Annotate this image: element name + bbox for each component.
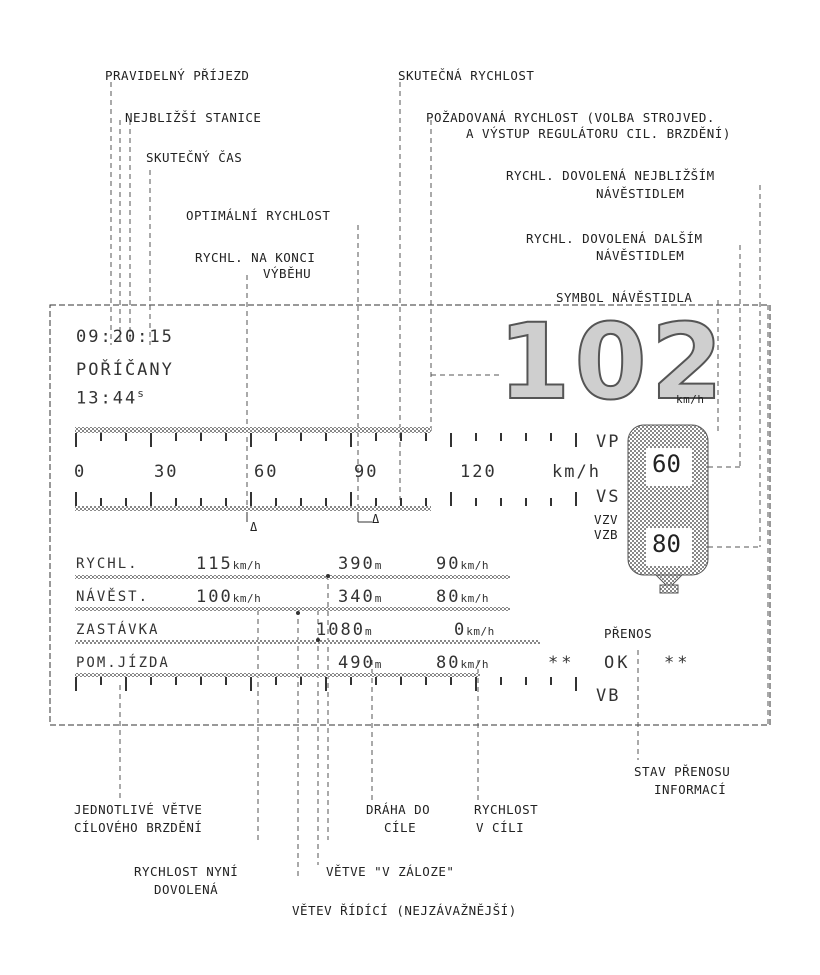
row-pomjizda-target: 80km/h — [436, 653, 489, 673]
marker-optimal: Δ — [372, 512, 380, 526]
row-zastavka-target: 0km/h — [454, 620, 495, 640]
signal-near-speed: 60 — [652, 450, 681, 478]
callout-lines-bottom — [119, 575, 639, 880]
prenos-stars-left: ** — [548, 653, 575, 673]
label-nejblizsi-stanice: NEJBLIŽŠÍ STANICE — [125, 110, 262, 125]
row-rychl-target: 90km/h — [436, 554, 489, 574]
label-rychlost-v-cili-1: RYCHLOST — [474, 802, 539, 817]
scale-tick-90: 90 — [354, 462, 379, 482]
row1-bar — [75, 575, 510, 579]
row-navest-target: 80km/h — [436, 587, 489, 607]
row-rychl-speed: 115km/h — [196, 554, 262, 574]
prenos-stars-right: ** — [664, 653, 691, 673]
row-zastavka-dist: 1080m — [316, 620, 373, 640]
label-draha-do-cile-2: CÍLE — [384, 820, 417, 835]
display-frame — [49, 304, 771, 726]
label-pozadovana-2: A VÝSTUP REGULÁTORU CIL. BRZDĚNÍ) — [466, 126, 731, 141]
scale-bottom-ticks — [75, 492, 577, 506]
label-pozadovana-1: POŽADOVANÁ RYCHLOST (VOLBA STROJVED. — [426, 110, 715, 125]
scale-unit: km/h — [552, 462, 601, 482]
scale-tick-30: 30 — [154, 462, 179, 482]
label-stav-prenosu-1: STAV PŘENOSU — [634, 764, 731, 779]
label-skutecna-rychlost: SKUTEČNÁ RYCHLOST — [398, 68, 535, 83]
display-time: 09:20:15 — [76, 327, 174, 347]
row4-bar — [75, 673, 480, 677]
row-zastavka-name: ZASTÁVKA — [76, 622, 160, 638]
label-prenos: PŘENOS — [604, 626, 653, 641]
callout-lines-top — [110, 82, 769, 725]
signal-next-speed: 80 — [652, 530, 681, 558]
label-rychlost-nyni-2: DOVOLENÁ — [154, 882, 219, 897]
marker-end-coast: Δ — [250, 520, 258, 534]
label-skutecny-cas: SKUTEČNÝ ČAS — [146, 150, 243, 165]
scale-vb-ticks — [75, 677, 577, 691]
row-rychl-dist: 390m — [338, 554, 382, 574]
label-vetev-ridici: VĚTEV ŘÍDÍCÍ (NEJZÁVAŽNĚJŠÍ) — [292, 903, 517, 918]
label-optimalni-rychlost: OPTIMÁLNÍ RYCHLOST — [186, 208, 331, 223]
display-arrival: 13:44s — [76, 387, 145, 409]
label-dovolena-dalsim-2: NÁVĚSTIDLEM — [596, 248, 685, 263]
allowed-speed-bar — [75, 506, 431, 511]
label-rychlost-v-cili-2: V CÍLI — [476, 820, 525, 835]
label-dovolena-nejblizsim-1: RYCHL. DOVOLENÁ NEJBLIŽŠÍM — [506, 168, 715, 183]
row-pomjizda-name: POM.JÍZDA — [76, 655, 170, 671]
scale-top-ticks — [75, 433, 577, 447]
label-vb: VB — [596, 686, 621, 706]
scale-tick-60: 60 — [254, 462, 279, 482]
label-symbol-navestidla: SYMBOL NÁVĚSTIDLA — [556, 290, 693, 305]
label-jednotlive-vetve-2: CÍLOVÉHO BRZDĚNÍ — [74, 820, 203, 835]
actual-speed-value: 102 — [497, 301, 728, 423]
label-vp: VP — [596, 432, 621, 452]
scale-tick-0: 0 — [74, 462, 87, 482]
label-pravidelny-prijezd: PRAVIDELNÝ PŘÍJEZD — [105, 68, 250, 83]
label-rychlost-nyni-1: RYCHLOST NYNÍ — [134, 864, 239, 879]
label-draha-do-cile-1: DRÁHA DO — [366, 802, 431, 817]
label-rychl-na-konci-1: RYCHL. NA KONCI — [195, 250, 316, 265]
signal-symbol-icon — [627, 424, 709, 594]
actual-speed-unit: km/h — [676, 393, 705, 406]
prenos-ok: OK — [604, 653, 631, 673]
actual-speed-bar — [75, 427, 431, 433]
display-station: POŘÍČANY — [76, 360, 174, 380]
row-navest-speed: 100km/h — [196, 587, 262, 607]
label-dovolena-nejblizsim-2: NÁVĚSTIDLEM — [596, 186, 685, 201]
row3-bar — [75, 640, 540, 644]
row-markers — [296, 574, 330, 642]
label-jednotlive-vetve-1: JEDNOTLIVÉ VĚTVE — [74, 802, 203, 817]
row-rychl-name: RYCHL. — [76, 556, 139, 572]
callout-connectors — [431, 374, 760, 548]
label-vetve-v-zaloze: VĚTVE "V ZÁLOZE" — [326, 864, 455, 879]
row-navest-dist: 340m — [338, 587, 382, 607]
label-vs: VS — [596, 487, 621, 507]
scale-tick-120: 120 — [460, 462, 497, 482]
row-navest-name: NÁVĚST. — [76, 589, 150, 605]
label-rychl-na-konci-2: VÝBĚHU — [263, 266, 312, 281]
label-vzb: VZB — [594, 527, 619, 542]
label-stav-prenosu-2: INFORMACÍ — [654, 782, 727, 797]
row2-bar — [75, 607, 510, 611]
label-dovolena-dalsim-1: RYCHL. DOVOLENÁ DALŠÍM — [526, 231, 703, 246]
row-pomjizda-dist: 490m — [338, 653, 382, 673]
label-vzv: VZV — [594, 512, 619, 527]
markers — [246, 512, 372, 523]
